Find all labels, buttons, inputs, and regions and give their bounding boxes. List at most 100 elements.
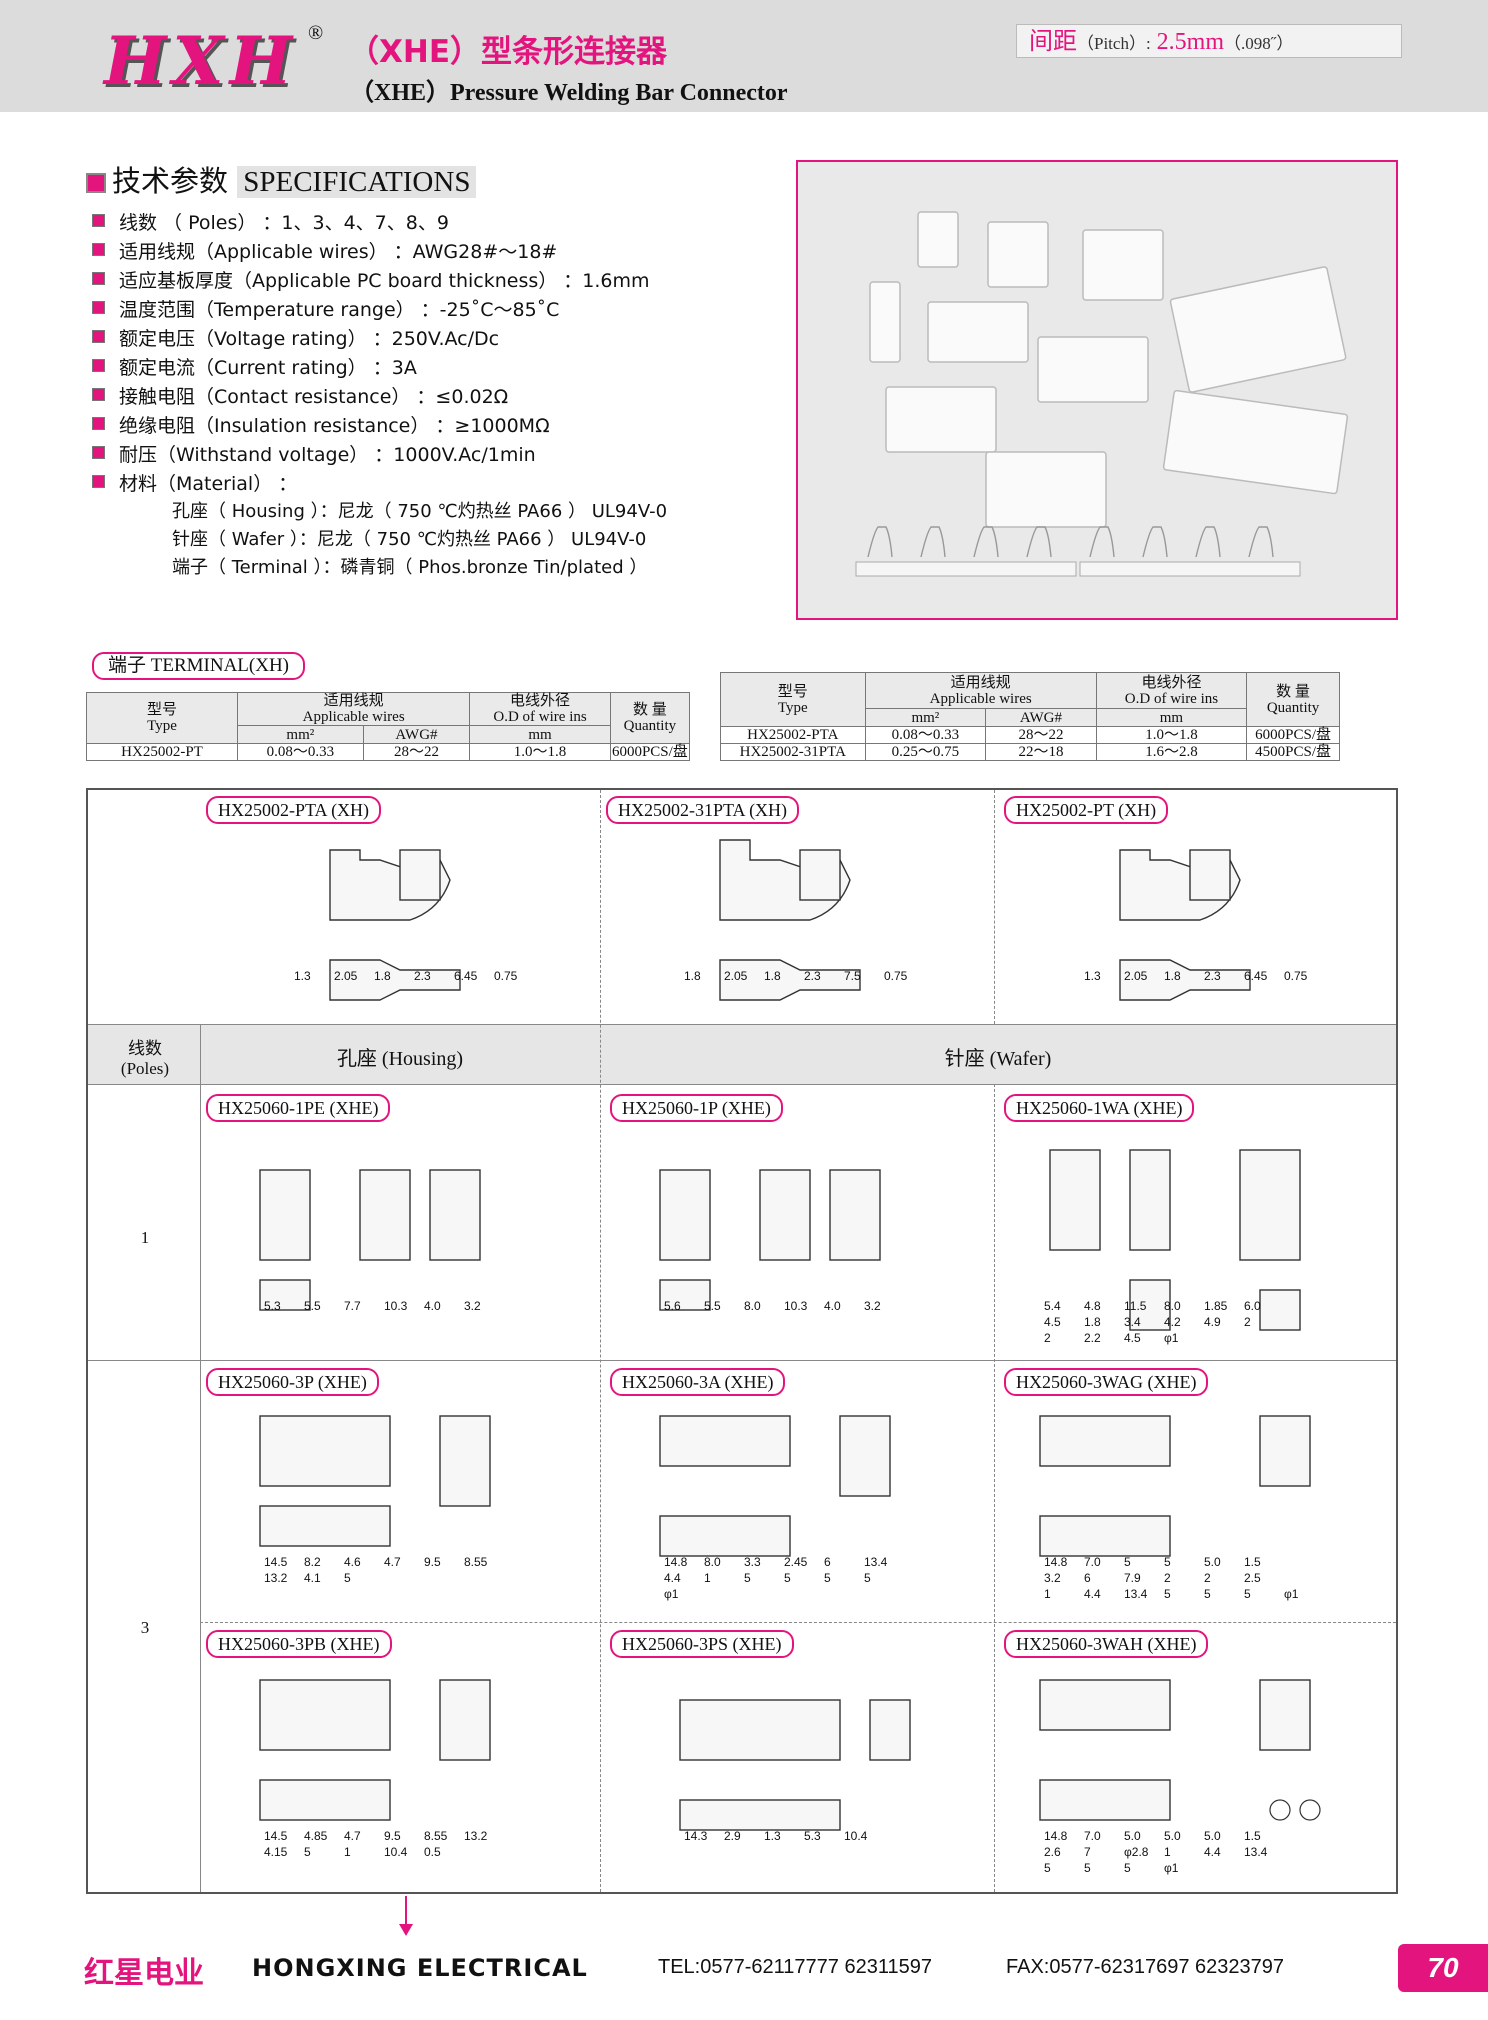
dimension-label: 13.2 — [464, 1829, 488, 1843]
dimension-label: 14.3 — [684, 1829, 708, 1843]
dimension-label: 1.8 — [764, 969, 781, 983]
dimension-label: 5 — [304, 1845, 311, 1859]
part-label: HX25060-3P (XHE) — [206, 1368, 379, 1396]
dimension-label: 4.7 — [384, 1555, 401, 1569]
dimension-label: 5 — [1244, 1587, 1251, 1601]
dimension-label: 10.3 — [384, 1299, 408, 1313]
dimension-label: 5.0 — [1204, 1829, 1221, 1843]
dimension-label: 1.8 — [374, 969, 391, 983]
drawing-grid — [86, 788, 1398, 1894]
dimension-label: 4.9 — [1204, 1315, 1221, 1329]
dimension-label: φ1 — [664, 1587, 679, 1601]
dimension-label: 5 — [1084, 1861, 1091, 1875]
dimension-label: 8.0 — [744, 1299, 761, 1313]
spec-item: 线数 （ Poles） ：1、3、4、7、8、9 — [92, 208, 449, 235]
dimension-label: 5.0 — [1124, 1829, 1141, 1843]
dimension-label: 2 — [1044, 1331, 1051, 1345]
dimension-label: 2 — [1244, 1315, 1251, 1329]
connector-illustration — [855, 211, 1349, 577]
dimension-label: 4.4 — [1084, 1587, 1101, 1601]
dimension-label: 2.3 — [414, 969, 431, 983]
dimension-label: 7.0 — [1084, 1555, 1101, 1569]
pitch-value: 2.5mm — [1156, 29, 1225, 55]
dimension-label: 3.2 — [464, 1299, 481, 1313]
dimension-label: φ1 — [1284, 1587, 1299, 1601]
dimension-label: 2.05 — [1124, 969, 1148, 983]
dimension-label: 1 — [704, 1571, 711, 1585]
dimension-label: 9.5 — [384, 1829, 401, 1843]
dimension-label: 6.45 — [454, 969, 478, 983]
title-english: （XHE）Pressure Welding Bar Connector — [350, 80, 788, 106]
dimension-label: 7.0 — [1084, 1829, 1101, 1843]
wafer-header: 针座 (Wafer) — [944, 1048, 1052, 1070]
dimension-label: φ2.8 — [1124, 1845, 1149, 1859]
heading-square-icon — [86, 173, 106, 193]
dimension-label: 5.4 — [1044, 1299, 1061, 1313]
dimension-label: 3.2 — [1044, 1571, 1061, 1585]
dimension-label: 6.45 — [1244, 969, 1268, 983]
dimension-label: 0.75 — [1284, 969, 1308, 983]
spec-item: 额定电流（Current rating） ：3A — [92, 353, 417, 380]
dimension-label: 2.9 — [724, 1829, 741, 1843]
dimension-label: 5.0 — [1164, 1829, 1181, 1843]
dimension-label: φ1 — [1164, 1861, 1179, 1875]
material-housing: 孔座（ Housing ）：尼龙（ 750 ℃灼热丝 PA66 ） UL94V-… — [172, 501, 668, 522]
dimension-label: 0.75 — [884, 969, 908, 983]
bullet-icon — [92, 475, 105, 488]
product-photo — [796, 160, 1398, 620]
bullet-icon — [92, 214, 105, 227]
dimension-label: 4.85 — [304, 1829, 328, 1843]
dimension-label: 5 — [1124, 1861, 1131, 1875]
part-label: HX25002-PT (XH) — [1004, 796, 1169, 824]
dimension-label: 1.3 — [294, 969, 311, 983]
footer-fax: FAX:0577-62317697 62323797 — [1006, 1956, 1285, 1978]
dimension-label: 14.8 — [1044, 1555, 1068, 1569]
dimension-label: 10.4 — [384, 1845, 408, 1859]
part-label: HX25060-3PB (XHE) — [206, 1630, 392, 1658]
dimension-label: 3.3 — [744, 1555, 761, 1569]
dimension-label: 2.3 — [804, 969, 821, 983]
housing-header: 孔座 (Housing) — [336, 1048, 464, 1070]
dimension-label: 2.05 — [334, 969, 358, 983]
dimension-label: 2.3 — [1204, 969, 1221, 983]
part-label: HX25060-3WAG (XHE) — [1004, 1368, 1209, 1396]
dimension-label: 7.7 — [344, 1299, 361, 1313]
dimension-label: 1 — [1044, 1587, 1051, 1601]
dimension-label: 7 — [1084, 1845, 1091, 1859]
part-label: HX25060-3WAH (XHE) — [1004, 1630, 1209, 1658]
spec-item: 温度范围（Temperature range） ：-25˚C～85˚C — [92, 295, 559, 322]
dimension-label: 14.5 — [264, 1829, 288, 1843]
part-label: HX25060-3A (XHE) — [610, 1368, 786, 1396]
bullet-icon — [92, 446, 105, 459]
arrow-down-icon — [399, 1896, 413, 1936]
spec-item: 适应基板厚度（Applicable PC board thickness） ：1… — [92, 266, 650, 293]
dimension-label: 11.5 — [1124, 1299, 1147, 1313]
dimension-label: 13.4 — [1244, 1845, 1268, 1859]
dimension-label: 14.8 — [1044, 1829, 1068, 1843]
dimension-label: 1.5 — [1244, 1829, 1261, 1843]
footer-company-en: HONGXING ELECTRICAL — [252, 1954, 588, 1982]
dimension-label: 1.8 — [684, 969, 701, 983]
dimension-label: 5 — [824, 1571, 831, 1585]
part-label: HX25060-1PE (XHE) — [206, 1094, 391, 1122]
category-band — [88, 1024, 1396, 1084]
bullet-icon — [92, 359, 105, 372]
bullet-icon — [92, 272, 105, 285]
pitch-cn: 间距 — [1029, 29, 1077, 55]
dimension-label: 8.0 — [1164, 1299, 1181, 1313]
specs-heading-cn: 技术参数 — [112, 164, 229, 198]
dimension-label: 8.0 — [704, 1555, 721, 1569]
material-terminal: 端子（ Terminal ）：磷青铜（ Phos.bronze Tin/plat… — [172, 557, 648, 578]
footer-tel: TEL:0577-62117777 62311597 — [658, 1956, 932, 1978]
dimension-label: 5.5 — [304, 1299, 321, 1313]
dimension-label: 1.8 — [1164, 969, 1181, 983]
